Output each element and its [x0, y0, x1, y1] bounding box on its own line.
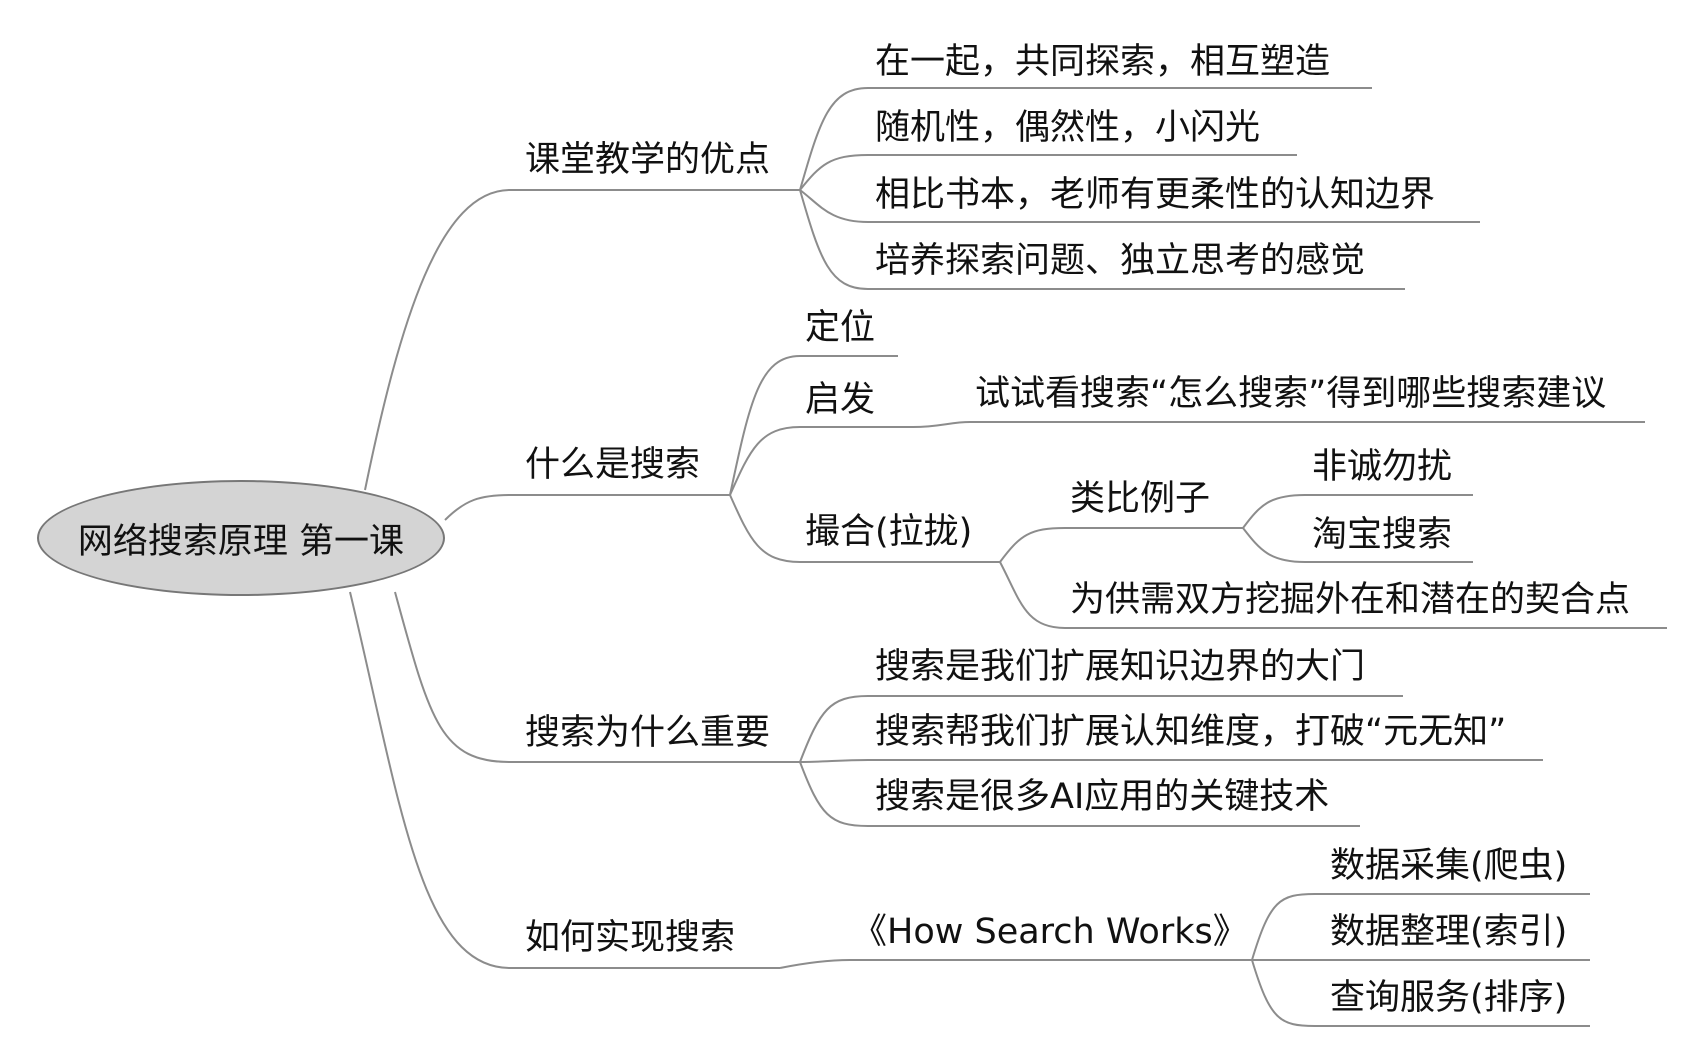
- edge-root-how: [349, 591, 511, 969]
- edge-why-2: [799, 759, 869, 763]
- node-inspire: 启发: [805, 380, 876, 420]
- node-match: 撮合(拉拢): [805, 512, 973, 552]
- node-analogy: 类比例子: [1070, 479, 1211, 519]
- advantage-item: 在一起，共同探索，相互塑造: [875, 42, 1331, 82]
- edge-what-inspire: [729, 426, 801, 496]
- edge-root-what: [444, 494, 511, 521]
- edge-why-1: [799, 695, 869, 763]
- edge-root-why: [394, 591, 511, 763]
- edge-adv-2: [799, 154, 869, 191]
- edge-root-advantages: [364, 189, 511, 491]
- edge-analogy-2: [1242, 527, 1306, 563]
- why-item: 搜索帮我们扩展认知维度，打破“元无知”: [875, 712, 1507, 752]
- why-item: 搜索是很多AI应用的关键技术: [875, 777, 1330, 817]
- edge-adv-4: [799, 189, 869, 290]
- root-label: 网络搜索原理 第一课: [77, 521, 405, 562]
- edge-adv-3: [799, 189, 869, 223]
- edge-match-point: [999, 561, 1066, 629]
- edge-what-match: [729, 494, 801, 563]
- branch-why-important: 搜索为什么重要: [525, 713, 771, 753]
- analogy-item: 淘宝搜索: [1312, 515, 1453, 555]
- node-match-point: 为供需双方挖掘外在和潜在的契合点: [1070, 580, 1631, 620]
- branch-what-is-search: 什么是搜索: [525, 445, 701, 485]
- edge-book-3: [1251, 959, 1316, 1027]
- root-node: [37, 480, 445, 596]
- why-item: 搜索是我们扩展知识边界的大门: [875, 647, 1366, 687]
- node-book: 《How Search Works》: [852, 912, 1248, 952]
- edge-book-1: [1251, 893, 1316, 961]
- how-item: 数据采集(爬虫): [1330, 846, 1568, 886]
- analogy-item: 非诚勿扰: [1312, 447, 1453, 487]
- edge-match-analogy: [999, 527, 1066, 563]
- node-inspire-example: 试试看搜索“怎么搜索”得到哪些搜索建议: [975, 374, 1607, 414]
- how-item: 查询服务(排序): [1330, 978, 1568, 1018]
- edge-adv-1: [799, 87, 869, 191]
- advantage-item: 培养探索问题、独立思考的感觉: [875, 241, 1366, 281]
- branch-advantages: 课堂教学的优点: [525, 140, 771, 180]
- edge-inspire-example: [912, 421, 971, 428]
- how-item: 数据整理(索引): [1330, 912, 1568, 952]
- advantage-item: 相比书本，老师有更柔性的认知边界: [875, 175, 1436, 215]
- edge-why-3: [799, 761, 869, 827]
- edge-what-positioning: [729, 355, 801, 496]
- branch-how-to: 如何实现搜索: [525, 918, 736, 958]
- advantage-item: 随机性，偶然性，小闪光: [875, 108, 1261, 148]
- node-positioning: 定位: [805, 308, 876, 348]
- edge-analogy-1: [1242, 494, 1306, 529]
- edge-how-book: [779, 959, 851, 969]
